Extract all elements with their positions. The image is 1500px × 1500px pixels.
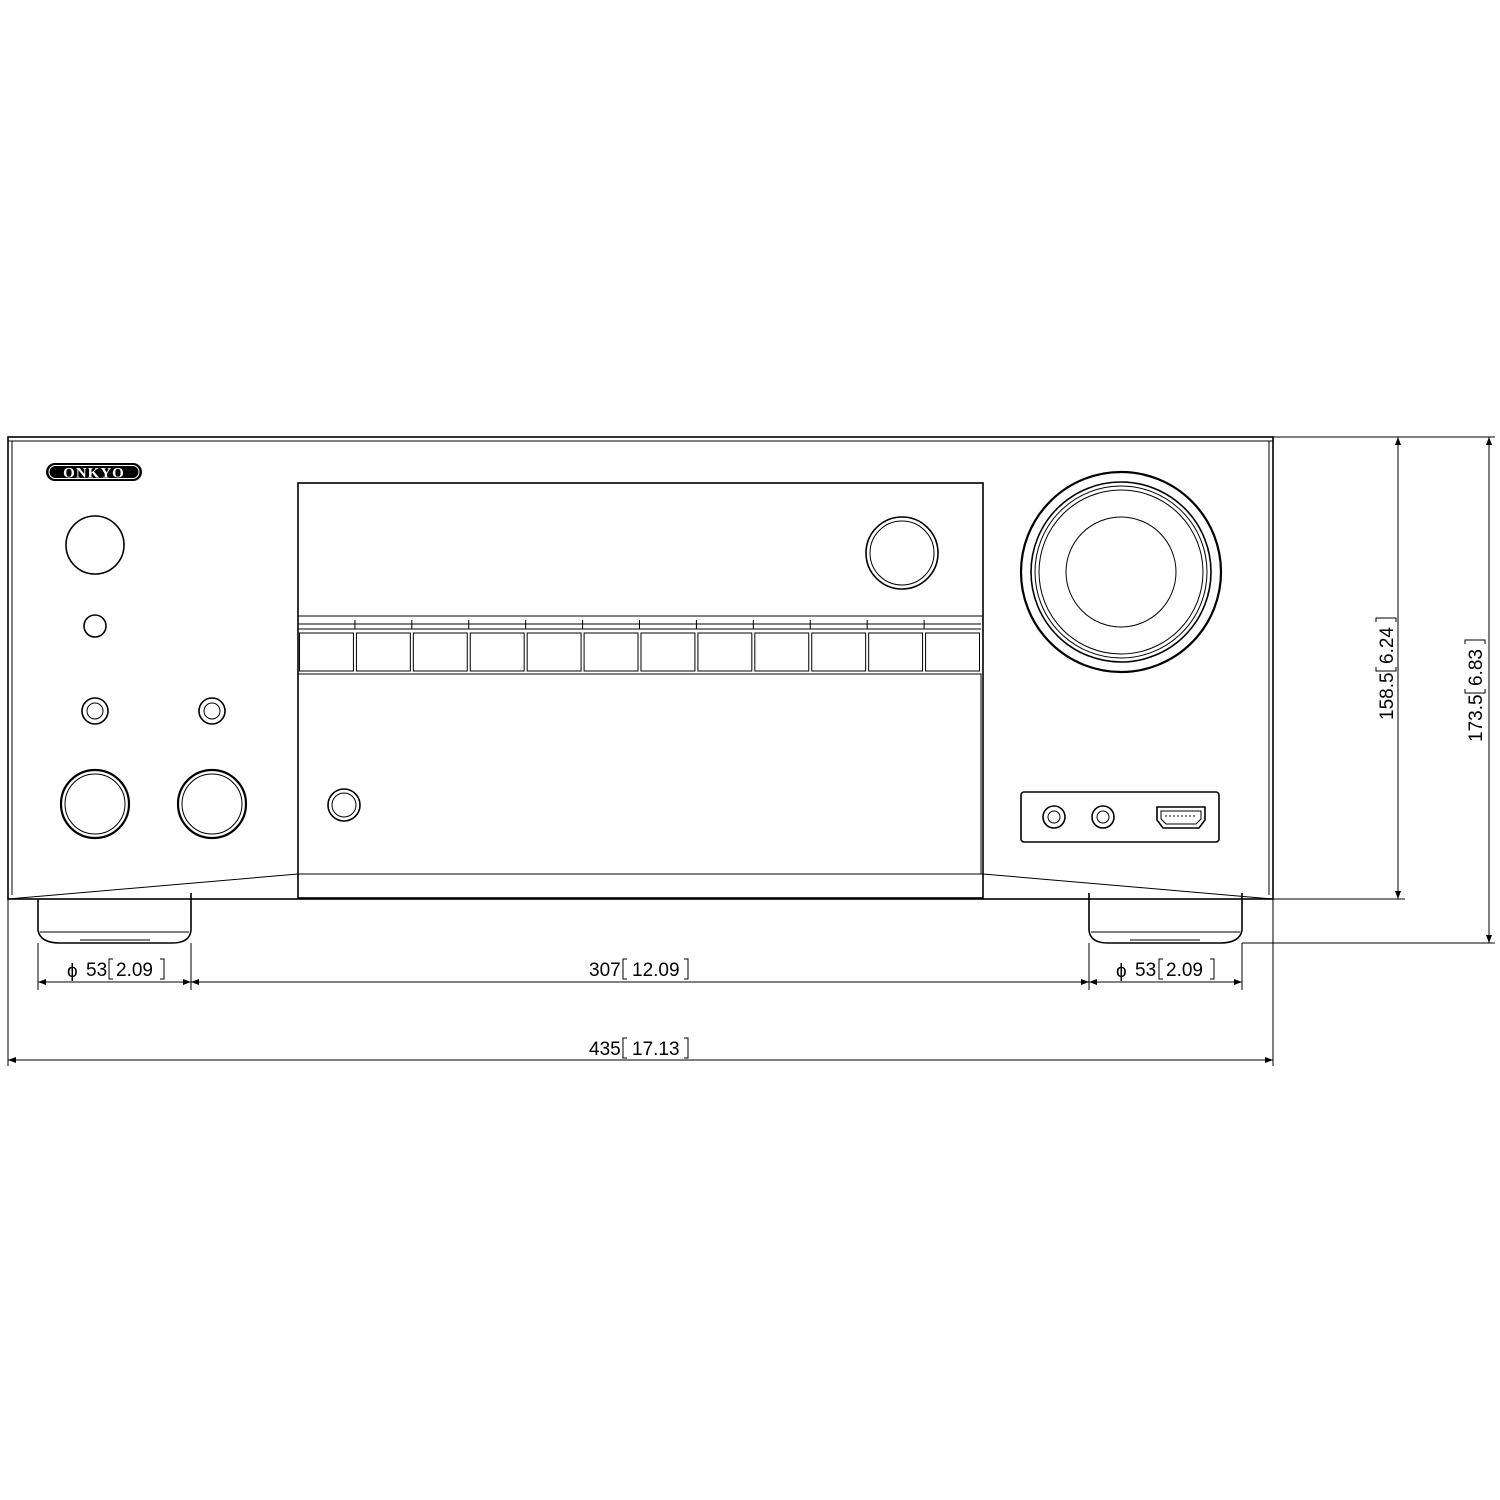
- jack-left-1[interactable]: [81, 697, 109, 725]
- front-input-panel: [1020, 791, 1220, 843]
- foot-left: [37, 893, 192, 944]
- hdmi-port-icon[interactable]: [1156, 806, 1206, 829]
- button-strip: [297, 620, 981, 672]
- knob-left-1[interactable]: [59, 768, 131, 840]
- foot-right-mm: 53: [1135, 960, 1156, 981]
- foot-right: [1088, 893, 1243, 944]
- foot-left-symbol: ϕ: [67, 961, 78, 982]
- width-inch: 17.13: [632, 1039, 680, 1060]
- foot-span-inch: 12.09: [632, 960, 680, 981]
- chassis: [7, 436, 1274, 900]
- height-total-inch: 6.83: [1466, 649, 1487, 686]
- selector-button[interactable]: [412, 632, 468, 672]
- front-jack-2[interactable]: [1091, 805, 1115, 829]
- selector-button[interactable]: [868, 632, 924, 672]
- dim-foot-right: ϕ 53 2.09: [1089, 943, 1243, 990]
- dim-height-body: 158.5 6.24: [1273, 436, 1405, 900]
- selector-button[interactable]: [754, 632, 810, 672]
- selector-button[interactable]: [355, 632, 411, 672]
- setup-mic-jack[interactable]: [327, 788, 361, 822]
- onkyo-logo: ONKYO: [46, 463, 142, 482]
- indicator-led: [83, 614, 107, 638]
- width-mm: 435: [589, 1039, 621, 1060]
- display-knob[interactable]: [865, 516, 939, 590]
- front-jack-1[interactable]: [1042, 805, 1066, 829]
- left-controls: [59, 515, 248, 840]
- selector-button[interactable]: [299, 632, 354, 672]
- foot-left-inch: 2.09: [116, 960, 153, 981]
- height-body-mm: 158.5: [1377, 672, 1398, 720]
- foot-right-inch: 2.09: [1166, 960, 1203, 981]
- foot-left-mm: 53: [86, 960, 107, 981]
- center-panel: [297, 482, 984, 899]
- dim-foot-left: ϕ 53 2.09: [37, 943, 192, 990]
- selector-button[interactable]: [526, 632, 582, 672]
- selector-button[interactable]: [469, 632, 525, 672]
- selector-button[interactable]: [925, 632, 980, 672]
- selector-button[interactable]: [811, 632, 867, 672]
- selector-button[interactable]: [697, 632, 753, 672]
- selector-button[interactable]: [640, 632, 696, 672]
- foot-right-symbol: ϕ: [1116, 961, 1127, 982]
- knob-left-2[interactable]: [176, 768, 248, 840]
- foot-span-mm: 307: [589, 960, 621, 981]
- jack-left-2[interactable]: [198, 697, 226, 725]
- height-body-inch: 6.24: [1377, 627, 1398, 664]
- selector-button[interactable]: [583, 632, 639, 672]
- dim-width: 435 17.13: [7, 899, 1274, 1066]
- logo-text: ONKYO: [63, 466, 125, 482]
- dim-height-total: 173.5 6.83: [1242, 436, 1495, 944]
- master-volume-knob[interactable]: [1019, 470, 1223, 674]
- dim-foot-span: 307 12.09: [191, 943, 1090, 990]
- power-button[interactable]: [65, 515, 125, 575]
- height-total-mm: 173.5: [1466, 694, 1487, 742]
